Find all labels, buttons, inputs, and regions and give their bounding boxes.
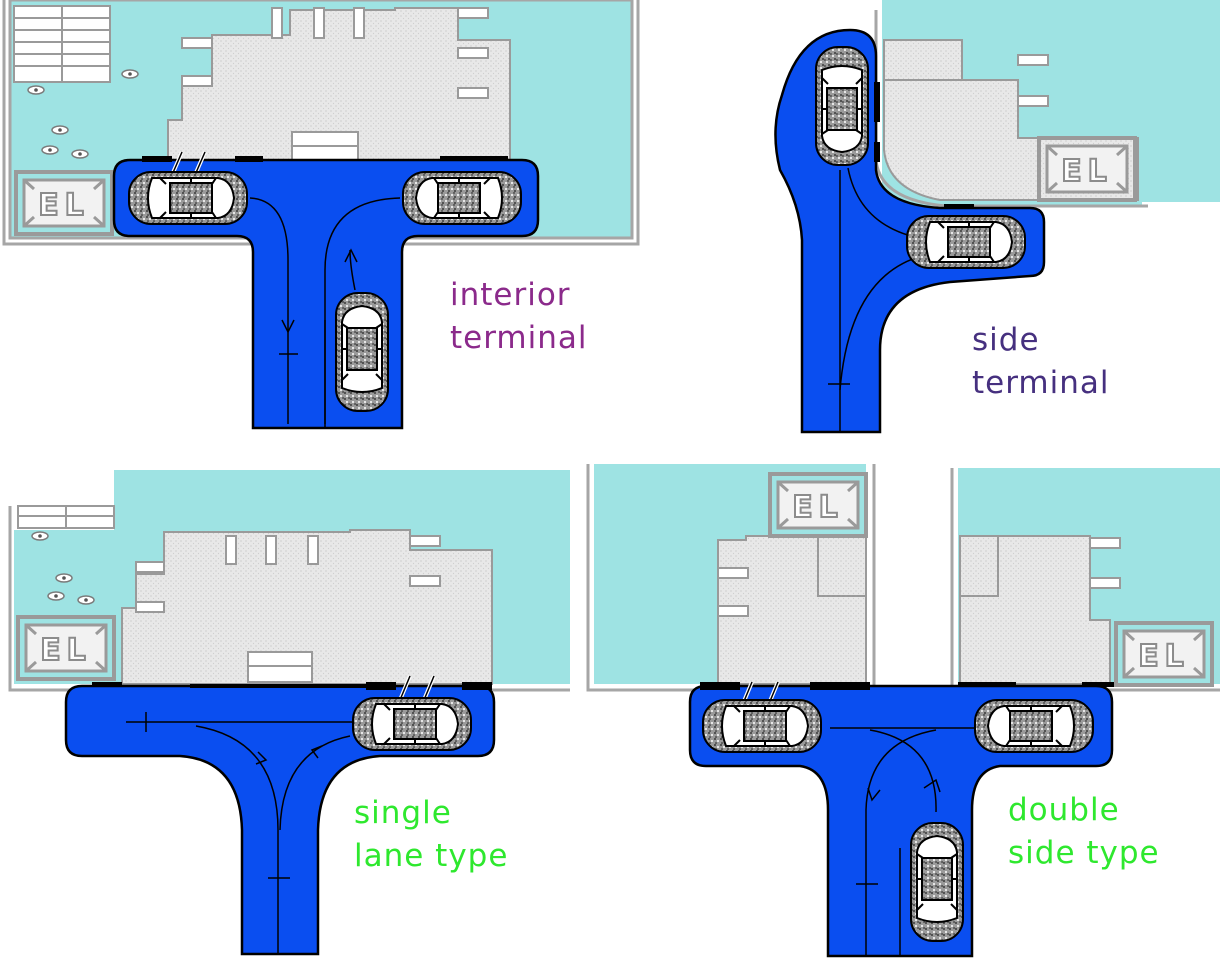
car-icon — [815, 46, 869, 166]
lobby-area — [959, 535, 1111, 685]
elevator-icon: EL — [1037, 136, 1137, 202]
car-icon — [702, 699, 822, 753]
panel-side-terminal: EL side terminal — [774, 0, 1220, 434]
road-area — [688, 684, 1114, 958]
direction-arrow-icon — [249, 197, 401, 428]
panel-label-line1: interior — [450, 277, 571, 313]
elevator-icon: EL — [16, 615, 116, 681]
svg-text:EL: EL — [40, 633, 92, 668]
svg-text:EL: EL — [38, 188, 90, 223]
car-icon — [910, 822, 964, 942]
lobby-area — [167, 7, 511, 161]
car-icon — [974, 699, 1094, 753]
door-icon — [700, 681, 1114, 707]
elevator-icon: EL — [768, 472, 868, 538]
svg-text:EL: EL — [792, 490, 844, 525]
panel-label-line1: side — [972, 322, 1040, 358]
car-icon — [335, 292, 389, 412]
stairs-icon — [17, 505, 115, 529]
elevator-icon: EL — [14, 170, 114, 236]
car-icon — [402, 171, 522, 225]
road-area — [112, 158, 540, 430]
svg-text:EL: EL — [1061, 154, 1113, 189]
panel-label-line1: double — [1008, 792, 1120, 828]
car-icon — [906, 215, 1026, 269]
panel-interior-terminal: EL interior terminal — [2, 0, 640, 430]
direction-arrow-icon — [126, 712, 370, 954]
stairs-icon — [13, 5, 111, 83]
elevator-icon: EL — [1114, 621, 1214, 687]
panel-label-line2: lane type — [354, 838, 508, 874]
car-icon — [352, 697, 472, 751]
panel-label-line2: terminal — [972, 365, 1110, 401]
direction-arrow-icon — [830, 727, 976, 956]
panel-single-lane-type: EL single lane type — [8, 470, 570, 956]
door-icon — [1017, 54, 1049, 107]
panel-label-line2: side type — [1008, 835, 1160, 871]
panel-double-side-type: EL EL double side t — [586, 464, 1220, 958]
panel-label-line1: single — [354, 795, 452, 831]
door-icon — [717, 537, 1121, 617]
door-icon — [92, 675, 492, 701]
car-icon — [128, 171, 248, 225]
door-icon — [874, 82, 974, 209]
svg-text:EL: EL — [1138, 639, 1190, 674]
panel-label-line2: terminal — [450, 320, 588, 356]
